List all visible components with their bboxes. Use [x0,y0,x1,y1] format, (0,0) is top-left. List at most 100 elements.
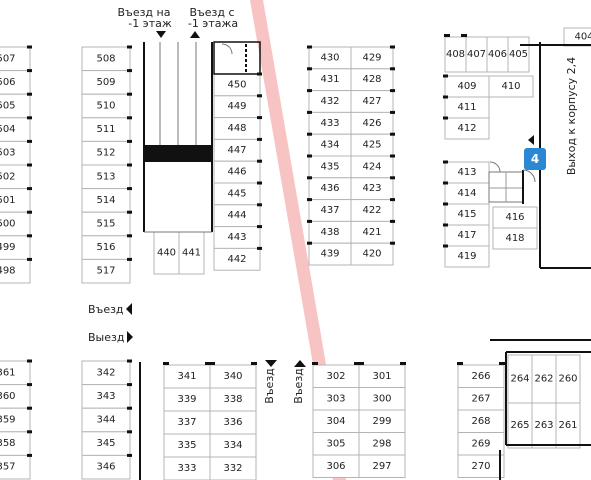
arrow-right-icon [127,331,133,343]
parking-spot-number: 498 [0,266,16,277]
parking-spot[interactable] [555,354,581,404]
parking-spot-number: 301 [372,371,391,382]
wall-tick [354,362,360,365]
parking-spot[interactable] [492,227,538,250]
parking-spot-number: 439 [320,249,339,260]
parking-spot[interactable] [555,402,581,449]
wall-tick [257,225,262,229]
wall-tick [307,154,312,158]
parking-spot-number: 432 [320,96,339,107]
wall-tick [307,45,312,49]
parking-spot-number: 406 [488,49,507,60]
parking-spot-number: 340 [223,371,242,382]
wall-tick [27,453,32,457]
wall-tick [27,359,32,363]
wall-tick [257,159,262,163]
parking-spot-number: 430 [320,52,339,63]
wall-tick [443,74,448,78]
parking-spot-number: 404 [574,32,591,43]
parking-spot-number: 511 [96,124,115,135]
parking-spot[interactable] [81,454,131,480]
wall-tick [27,406,32,410]
parking-spot-number: 505 [0,101,16,112]
arrow-up-icon [190,31,200,38]
wall-tick [443,202,448,206]
wall-tick [307,198,312,202]
parking-spot-number: 419 [457,251,476,262]
parking-spot-number: 449 [227,101,246,112]
wall-ticks [27,34,505,457]
parking-spot-number: 335 [177,440,196,451]
entry-label-left: Въезд [88,303,124,316]
parking-spot-number: 504 [0,124,16,135]
wall-tick [257,246,262,250]
wall-tick [443,223,448,227]
entry-label-vertical-1: Въезд [263,368,276,404]
parking-spot-number: 265 [510,420,529,431]
parking-spot[interactable] [213,247,261,271]
parking-spot[interactable] [81,258,131,284]
parking-spot[interactable] [0,258,31,284]
wall-tick [127,406,132,410]
wall-tick [257,94,262,98]
wall-tick [390,45,395,49]
parking-spot-number: 261 [558,420,577,431]
wall-tick [27,92,32,96]
wall-tick [390,110,395,114]
wall-tick [127,163,132,167]
entry-label-vertical-2: Въезд [292,368,305,404]
wall-tick [205,362,211,365]
wall-tick [390,89,395,93]
wall-tick [257,72,262,76]
arrow-down-icon [156,31,166,38]
parking-spot-number: 513 [96,171,115,182]
highlight-stripe [250,0,346,480]
parking-spot-number: 500 [0,219,16,230]
parking-spot[interactable] [488,75,534,98]
parking-spot-number: 263 [534,420,553,431]
wall-tick [390,154,395,158]
parking-spot[interactable] [444,245,490,268]
parking-spot[interactable] [531,354,557,404]
parking-spot-number: 512 [96,148,115,159]
parking-spot-number: 342 [96,367,115,378]
entry-from-minus1-line1: Въезд с [189,6,234,19]
arrow-down-icon [265,360,277,367]
parking-spot-number: 510 [96,101,115,112]
parking-spot[interactable] [457,454,505,478]
building-number-badge-icon[interactable] [524,148,546,170]
parking-spot-number: 446 [227,167,246,178]
parking-spot-number: 409 [457,81,476,92]
parking-spot-number: 357 [0,462,16,473]
parking-spot-number: 360 [0,391,16,402]
wall-tick [127,92,132,96]
parking-spot[interactable] [0,454,31,480]
parking-spot-number: 442 [227,254,246,265]
exit-label-right: Выезд [88,331,125,344]
ramp-barrier [145,145,212,162]
parking-spot-number: 339 [177,394,196,405]
entry-to-minus1-line1: Въезд на [118,6,171,19]
parking-spot[interactable] [350,242,394,266]
wall-tick [307,176,312,180]
wall-tick [127,139,132,143]
wall-tick [27,163,32,167]
parking-spot[interactable] [444,117,490,140]
parking-spot[interactable] [358,454,406,478]
wall-tick [307,132,312,136]
parking-spot[interactable] [178,231,205,275]
parking-spot-number: 441 [182,248,201,259]
parking-spot-number: 420 [362,249,381,260]
parking-spot-number: 414 [457,188,476,199]
wall-tick [390,132,395,136]
parking-spot-number: 262 [534,374,553,385]
wall-tick [457,362,463,365]
parking-spot-number: 344 [96,415,115,426]
wall-tick [127,69,132,73]
wall-tick [127,430,132,434]
parking-spot[interactable] [153,231,180,275]
door-swing-icon [489,161,501,173]
parking-spot[interactable] [209,456,257,480]
